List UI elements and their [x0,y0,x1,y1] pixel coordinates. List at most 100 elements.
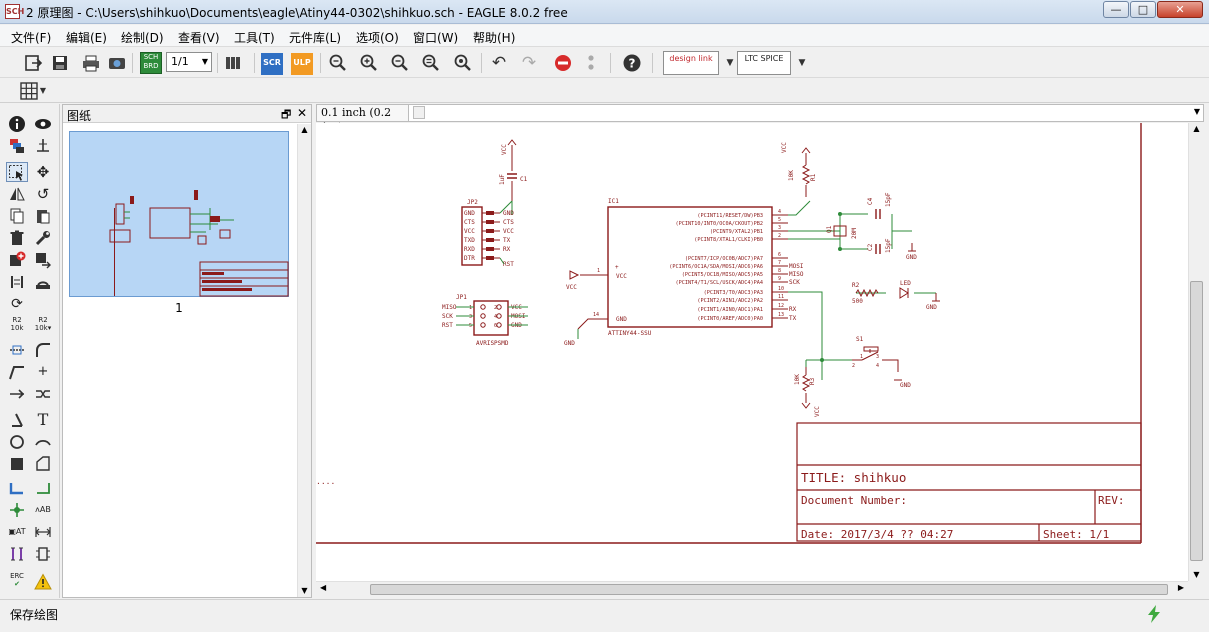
label-icon[interactable]: ʌAB [35,505,51,514]
print-icon[interactable] [80,52,102,74]
menu-library[interactable]: 元件库(L) [289,31,342,45]
menu-draw[interactable]: 绘制(D) [121,31,164,45]
menu-help[interactable]: 帮助(H) [473,31,516,45]
delete-icon[interactable] [6,228,28,248]
part-r3[interactable]: R3 10K VCC [794,359,822,417]
display-layers-icon[interactable] [6,136,28,156]
erc-icon[interactable]: ERC✔ [10,572,24,588]
canvas-vertical-scrollbar[interactable]: ▲ ▼ [1188,123,1204,581]
mirror-icon[interactable] [6,184,28,204]
command-input[interactable] [429,105,1189,121]
cam-icon[interactable] [106,52,128,74]
sheets-icon[interactable] [222,52,244,74]
part-r2[interactable]: R2 500 [852,282,879,305]
save-icon[interactable] [49,52,71,74]
part-r1[interactable]: VCC R1 10K [781,142,817,197]
polygon-icon[interactable] [32,454,54,474]
panel-close-button[interactable]: ✕ [297,106,308,120]
zoom-last-icon[interactable] [452,52,474,74]
select-icon[interactable] [6,162,28,182]
sheet-thumbnail[interactable] [69,131,289,297]
script-icon[interactable]: SCR [261,53,283,75]
part-jp1[interactable]: JP1 MISO SCK RST VCC MOSI GND AVRISPSMD … [442,294,528,347]
grid-icon[interactable] [18,80,40,102]
open-icon[interactable] [22,52,44,74]
pin-swap-icon[interactable] [32,272,54,292]
menu-view[interactable]: 查看(V) [178,31,220,45]
chevron-down-icon[interactable]: ▼ [39,86,47,95]
scroll-down-icon[interactable]: ▼ [301,586,308,595]
bus-icon[interactable] [6,478,28,498]
minimize-button[interactable]: — [1103,1,1129,18]
command-toggle[interactable] [413,106,425,119]
close-button[interactable]: ✕ [1157,1,1203,18]
arc-icon[interactable] [32,432,54,452]
part-ic1[interactable]: IC1 ATTINY44-SSU + VCC GND 1 14 (PCINT11… [569,198,804,339]
scroll-down-icon[interactable]: ▼ [1193,570,1200,579]
part-c1[interactable]: VCC C1 1uF [499,139,528,215]
smash-icon[interactable] [6,340,28,360]
lightning-icon[interactable] [1145,604,1163,624]
menu-file[interactable]: 文件(F) [11,31,52,45]
sheets-scrollbar[interactable]: ▲ ▼ [297,124,311,597]
part-c4[interactable]: C4 15pF [867,192,892,219]
chevron-down-icon[interactable]: ▼ [726,58,734,68]
zoom-out-icon[interactable] [389,52,411,74]
attribute-icon[interactable]: ▣AT [8,527,26,536]
circle-icon[interactable] [6,432,28,452]
maximize-button[interactable]: □ [1130,1,1156,18]
modules-icon[interactable] [32,544,54,564]
rect-icon[interactable] [6,454,28,474]
designlink-button[interactable]: design link [663,51,719,75]
dimension-icon[interactable] [32,522,54,542]
net-icon[interactable] [32,478,54,498]
scroll-up-icon[interactable]: ▲ [1193,124,1200,133]
redo-icon[interactable]: ↷ [521,53,537,73]
join-icon[interactable] [6,384,28,404]
sheet-select[interactable]: 1/1▼ [166,52,212,72]
replace-icon[interactable] [32,250,54,270]
gate-swap-icon[interactable] [6,272,28,292]
chevron-down-icon[interactable]: ▼ [1193,107,1200,116]
warning-icon[interactable] [32,572,54,592]
part-led[interactable]: LED GND [899,280,940,311]
show-icon[interactable] [32,114,54,134]
stop-icon[interactable] [552,52,574,74]
chevron-down-icon[interactable]: ▼ [798,58,806,68]
canvas-horizontal-scrollbar[interactable]: ◀ ▶ [316,581,1188,597]
mark-icon[interactable] [32,136,54,156]
part-jp2[interactable]: JP2 GND CTS VCC TXD RXD DTR GND CTS VCC … [461,199,514,268]
ulp-icon[interactable]: ULP [291,53,313,75]
miter-icon[interactable] [32,340,54,360]
wire-icon[interactable] [6,410,28,430]
paste-icon[interactable] [32,206,54,226]
move-icon[interactable]: ✥ [36,163,50,181]
bus-join-icon[interactable] [32,384,54,404]
copy-icon[interactable] [6,206,28,226]
scroll-left-icon[interactable]: ◀ [320,583,327,592]
part-q1[interactable]: Q1 20M [826,212,858,251]
brd-switch-icon[interactable]: SCH BRD [140,52,162,74]
zoom-in-icon[interactable] [358,52,380,74]
optimize-icon[interactable]: + [37,364,49,379]
ltspice-button[interactable]: LTC SPICE [737,51,791,75]
junction-icon[interactable] [6,500,28,520]
menu-window[interactable]: 窗口(W) [413,31,459,45]
zoom-select-icon[interactable] [420,52,442,74]
part-s1[interactable]: S1 2 1 3 4 GND [820,336,911,389]
rotate-icon[interactable]: ↺ [36,185,50,203]
horizontal-scroll-thumb[interactable] [370,584,1168,595]
undo-icon[interactable]: ↶ [491,53,507,73]
split-icon[interactable] [6,362,28,382]
invoke-icon[interactable]: ⟳ [11,296,23,312]
menu-edit[interactable]: 编辑(E) [66,31,107,45]
menu-options[interactable]: 选项(O) [356,31,399,45]
part-c2[interactable]: C2 15pF [867,238,892,254]
go-icon[interactable] [580,52,602,74]
schematic-canvas[interactable]: .... TITLE: shihkuo Document Number: REV… [316,123,1188,581]
frame-icon[interactable] [6,544,28,564]
wrench-icon[interactable] [32,228,54,248]
zoom-fit-icon[interactable] [327,52,349,74]
